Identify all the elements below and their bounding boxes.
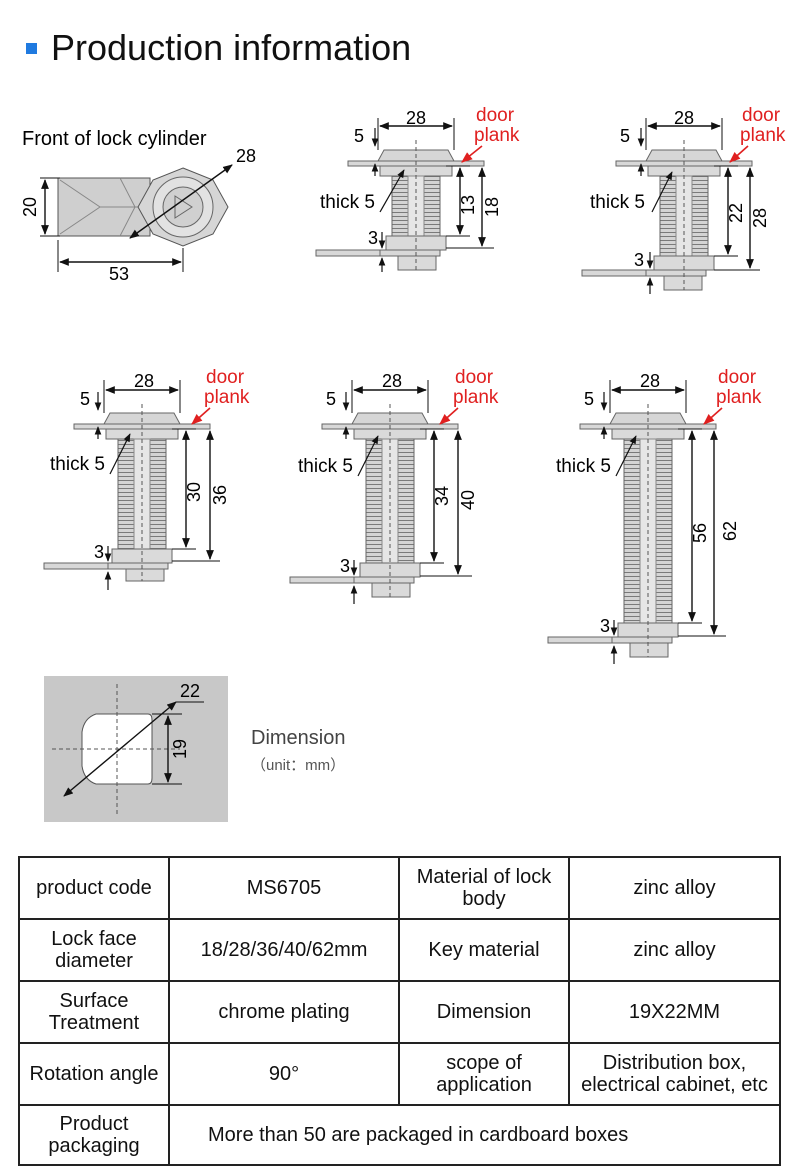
svg-text:3: 3 xyxy=(94,542,104,562)
table-row: Rotation angle 90° scope of application … xyxy=(18,1042,781,1106)
svg-text:5: 5 xyxy=(354,126,364,146)
spec-value: zinc alloy xyxy=(568,856,781,920)
table-row: Surface Treatment chrome plating Dimensi… xyxy=(18,980,781,1044)
svg-text:36: 36 xyxy=(210,485,230,505)
svg-text:plank: plank xyxy=(740,125,786,146)
side-view-62: 28 5 door plank thick 5 56 62 3 xyxy=(547,367,762,664)
svg-text:door: door xyxy=(206,367,245,388)
cutout-diag-dim: 22 xyxy=(180,681,200,701)
svg-text:28: 28 xyxy=(134,371,154,391)
spec-label: product code xyxy=(18,856,170,920)
spec-value: chrome plating xyxy=(168,980,400,1044)
spec-label: Rotation angle xyxy=(18,1042,170,1106)
spec-label: Product packaging xyxy=(18,1104,170,1166)
front-caption: Front of lock cylinder xyxy=(22,128,207,150)
svg-text:34: 34 xyxy=(432,486,452,506)
svg-text:28: 28 xyxy=(750,208,770,228)
svg-text:plank: plank xyxy=(453,387,499,408)
spec-label: Material of lock body xyxy=(398,856,570,920)
svg-text:28: 28 xyxy=(674,108,694,128)
svg-text:28: 28 xyxy=(640,371,660,391)
svg-text:30: 30 xyxy=(184,482,204,502)
svg-text:56: 56 xyxy=(690,523,710,543)
side-view-36: 28 5 door plank thick 5 30 36 3 xyxy=(43,367,250,590)
title-bullet-icon xyxy=(26,42,37,54)
svg-text:28: 28 xyxy=(382,371,402,391)
front-height-dim: 20 xyxy=(20,197,40,217)
spec-label: scope of application xyxy=(398,1042,570,1106)
svg-text:plank: plank xyxy=(474,125,520,146)
table-row: product code MS6705 Material of lock bod… xyxy=(18,856,781,920)
page-title: Production information xyxy=(26,24,411,72)
svg-text:door: door xyxy=(718,367,757,388)
svg-text:5: 5 xyxy=(80,389,90,409)
spec-label: Surface Treatment xyxy=(18,980,170,1044)
svg-text:door: door xyxy=(476,105,515,126)
svg-text:thick 5: thick 5 xyxy=(298,456,353,477)
svg-text:5: 5 xyxy=(620,126,630,146)
svg-text:18: 18 xyxy=(482,197,502,217)
svg-text:62: 62 xyxy=(720,521,740,541)
side-view-40: 28 5 door plank thick 5 34 40 3 xyxy=(289,367,499,604)
svg-text:door: door xyxy=(742,105,781,126)
svg-text:thick 5: thick 5 xyxy=(50,454,105,475)
svg-text:3: 3 xyxy=(340,556,350,576)
keyhole-icon xyxy=(162,186,204,228)
svg-text:3: 3 xyxy=(600,616,610,636)
dimension-label: Dimension xyxy=(251,727,346,749)
table-row: Product packaging More than 50 are packa… xyxy=(18,1104,781,1166)
svg-text:door: door xyxy=(455,367,494,388)
cutout-diagram: 22 19 xyxy=(44,676,228,822)
svg-text:22: 22 xyxy=(726,203,746,223)
page-title-text: Production information xyxy=(51,27,412,68)
spec-value: 90° xyxy=(168,1042,400,1106)
table-row: Lock face diameter 18/28/36/40/62mm Key … xyxy=(18,918,781,982)
front-width-dim: 53 xyxy=(109,264,129,284)
svg-text:40: 40 xyxy=(458,490,478,510)
spec-value: zinc alloy xyxy=(568,918,781,982)
svg-text:3: 3 xyxy=(368,228,378,248)
svg-text:plank: plank xyxy=(716,387,762,408)
svg-text:thick 5: thick 5 xyxy=(320,192,375,213)
side-view-18: 28 5 door plank thick 5 13 18 3 xyxy=(315,105,520,272)
spec-value: More than 50 are packaged in cardboard b… xyxy=(168,1104,781,1166)
svg-text:13: 13 xyxy=(458,195,478,215)
spec-value: 19X22MM xyxy=(568,980,781,1044)
svg-text:plank: plank xyxy=(204,387,250,408)
spec-value: 18/28/36/40/62mm xyxy=(168,918,400,982)
svg-text:thick 5: thick 5 xyxy=(556,456,611,477)
unit-label: （unit：mm） xyxy=(251,757,346,774)
spec-value: MS6705 xyxy=(168,856,400,920)
svg-text:thick 5: thick 5 xyxy=(590,192,645,213)
specs-table: product code MS6705 Material of lock bod… xyxy=(18,856,781,1166)
svg-text:5: 5 xyxy=(326,389,336,409)
technical-drawings: Front of lock cylinder 28 20 53 28 xyxy=(20,105,786,822)
spec-label: Dimension xyxy=(398,980,570,1044)
svg-text:3: 3 xyxy=(634,250,644,270)
cutout-height-dim: 19 xyxy=(170,739,190,759)
front-view-drawing: Front of lock cylinder 28 20 53 xyxy=(20,128,256,284)
side-view-28: 28 5 door plank thick 5 22 28 3 xyxy=(581,105,786,294)
spec-value: Distribution box, electrical cabinet, et… xyxy=(568,1042,781,1106)
front-diag-dim: 28 xyxy=(236,146,256,166)
dimension-caption: Dimension （unit：mm） xyxy=(251,727,345,775)
spec-label: Key material xyxy=(398,918,570,982)
svg-text:28: 28 xyxy=(406,108,426,128)
svg-text:5: 5 xyxy=(584,389,594,409)
spec-label: Lock face diameter xyxy=(18,918,170,982)
